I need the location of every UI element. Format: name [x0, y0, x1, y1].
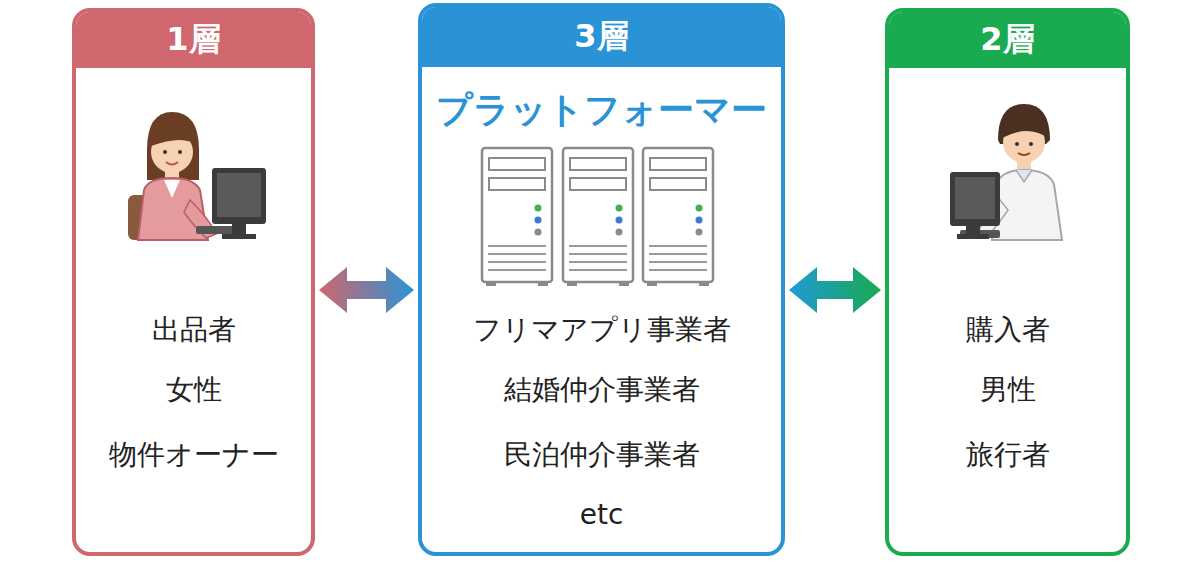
drawing-part — [151, 124, 198, 146]
layer-header: 1層 — [76, 12, 311, 68]
layer-panel: 3層プラットフォーマーフリマアプリ事業者結婚仲介事業者民泊仲介事業者 etc — [418, 3, 785, 556]
role-label: 旅行者 — [889, 435, 1126, 475]
drawing-part — [232, 224, 246, 234]
role-label: 結婚仲介事業者 — [422, 370, 781, 410]
role-label: フリマアプリ事業者 — [422, 310, 781, 350]
drawing-part — [482, 148, 552, 286]
drawing-part — [1029, 142, 1033, 146]
layer-number: 3層 — [574, 15, 628, 59]
drawing-part — [1018, 153, 1030, 155]
role-label: etc — [422, 495, 781, 535]
man-at-computer — [950, 104, 1062, 240]
role-label: 出品者 — [76, 310, 311, 350]
layer-header: 2層 — [889, 12, 1126, 68]
role-label: 物件オーナー — [76, 435, 311, 475]
drawing-part — [957, 234, 989, 239]
layer-panel: 2層購入者男性旅行者 — [885, 8, 1130, 556]
role-label: 購入者 — [889, 310, 1126, 350]
drawing-part — [1017, 160, 1031, 170]
double-arrow — [319, 267, 414, 313]
role-label: 民泊仲介事業者 — [422, 435, 781, 475]
drawing-part — [212, 168, 266, 224]
drawing-part — [1015, 142, 1019, 146]
server-group — [482, 148, 713, 286]
drawing-part — [147, 112, 199, 180]
role-label: 女性 — [76, 370, 311, 410]
drawing-part — [196, 226, 236, 234]
drawing-part — [166, 162, 178, 165]
drawing-part — [563, 148, 633, 286]
woman-at-computer — [128, 112, 266, 240]
layer-number: 1層 — [166, 18, 220, 62]
panel-title: プラットフォーマー — [422, 88, 781, 132]
drawing-part — [955, 177, 995, 219]
drawing-part — [178, 150, 182, 154]
drawing-part — [643, 148, 713, 286]
role-label: 男性 — [889, 370, 1126, 410]
layer-number: 2層 — [980, 18, 1034, 62]
layer-panel: 1層出品者女性物件オーナー — [72, 8, 315, 556]
drawing-part — [222, 234, 256, 239]
layer-header: 3層 — [422, 7, 781, 67]
drawing-part — [950, 172, 1000, 226]
drawing-part — [1002, 114, 1048, 138]
drawing-part — [217, 173, 261, 217]
drawing-part — [1016, 170, 1032, 182]
drawing-part — [966, 226, 980, 234]
drawing-part — [163, 150, 167, 154]
drawing-part — [164, 180, 180, 198]
double-arrow — [789, 267, 881, 313]
